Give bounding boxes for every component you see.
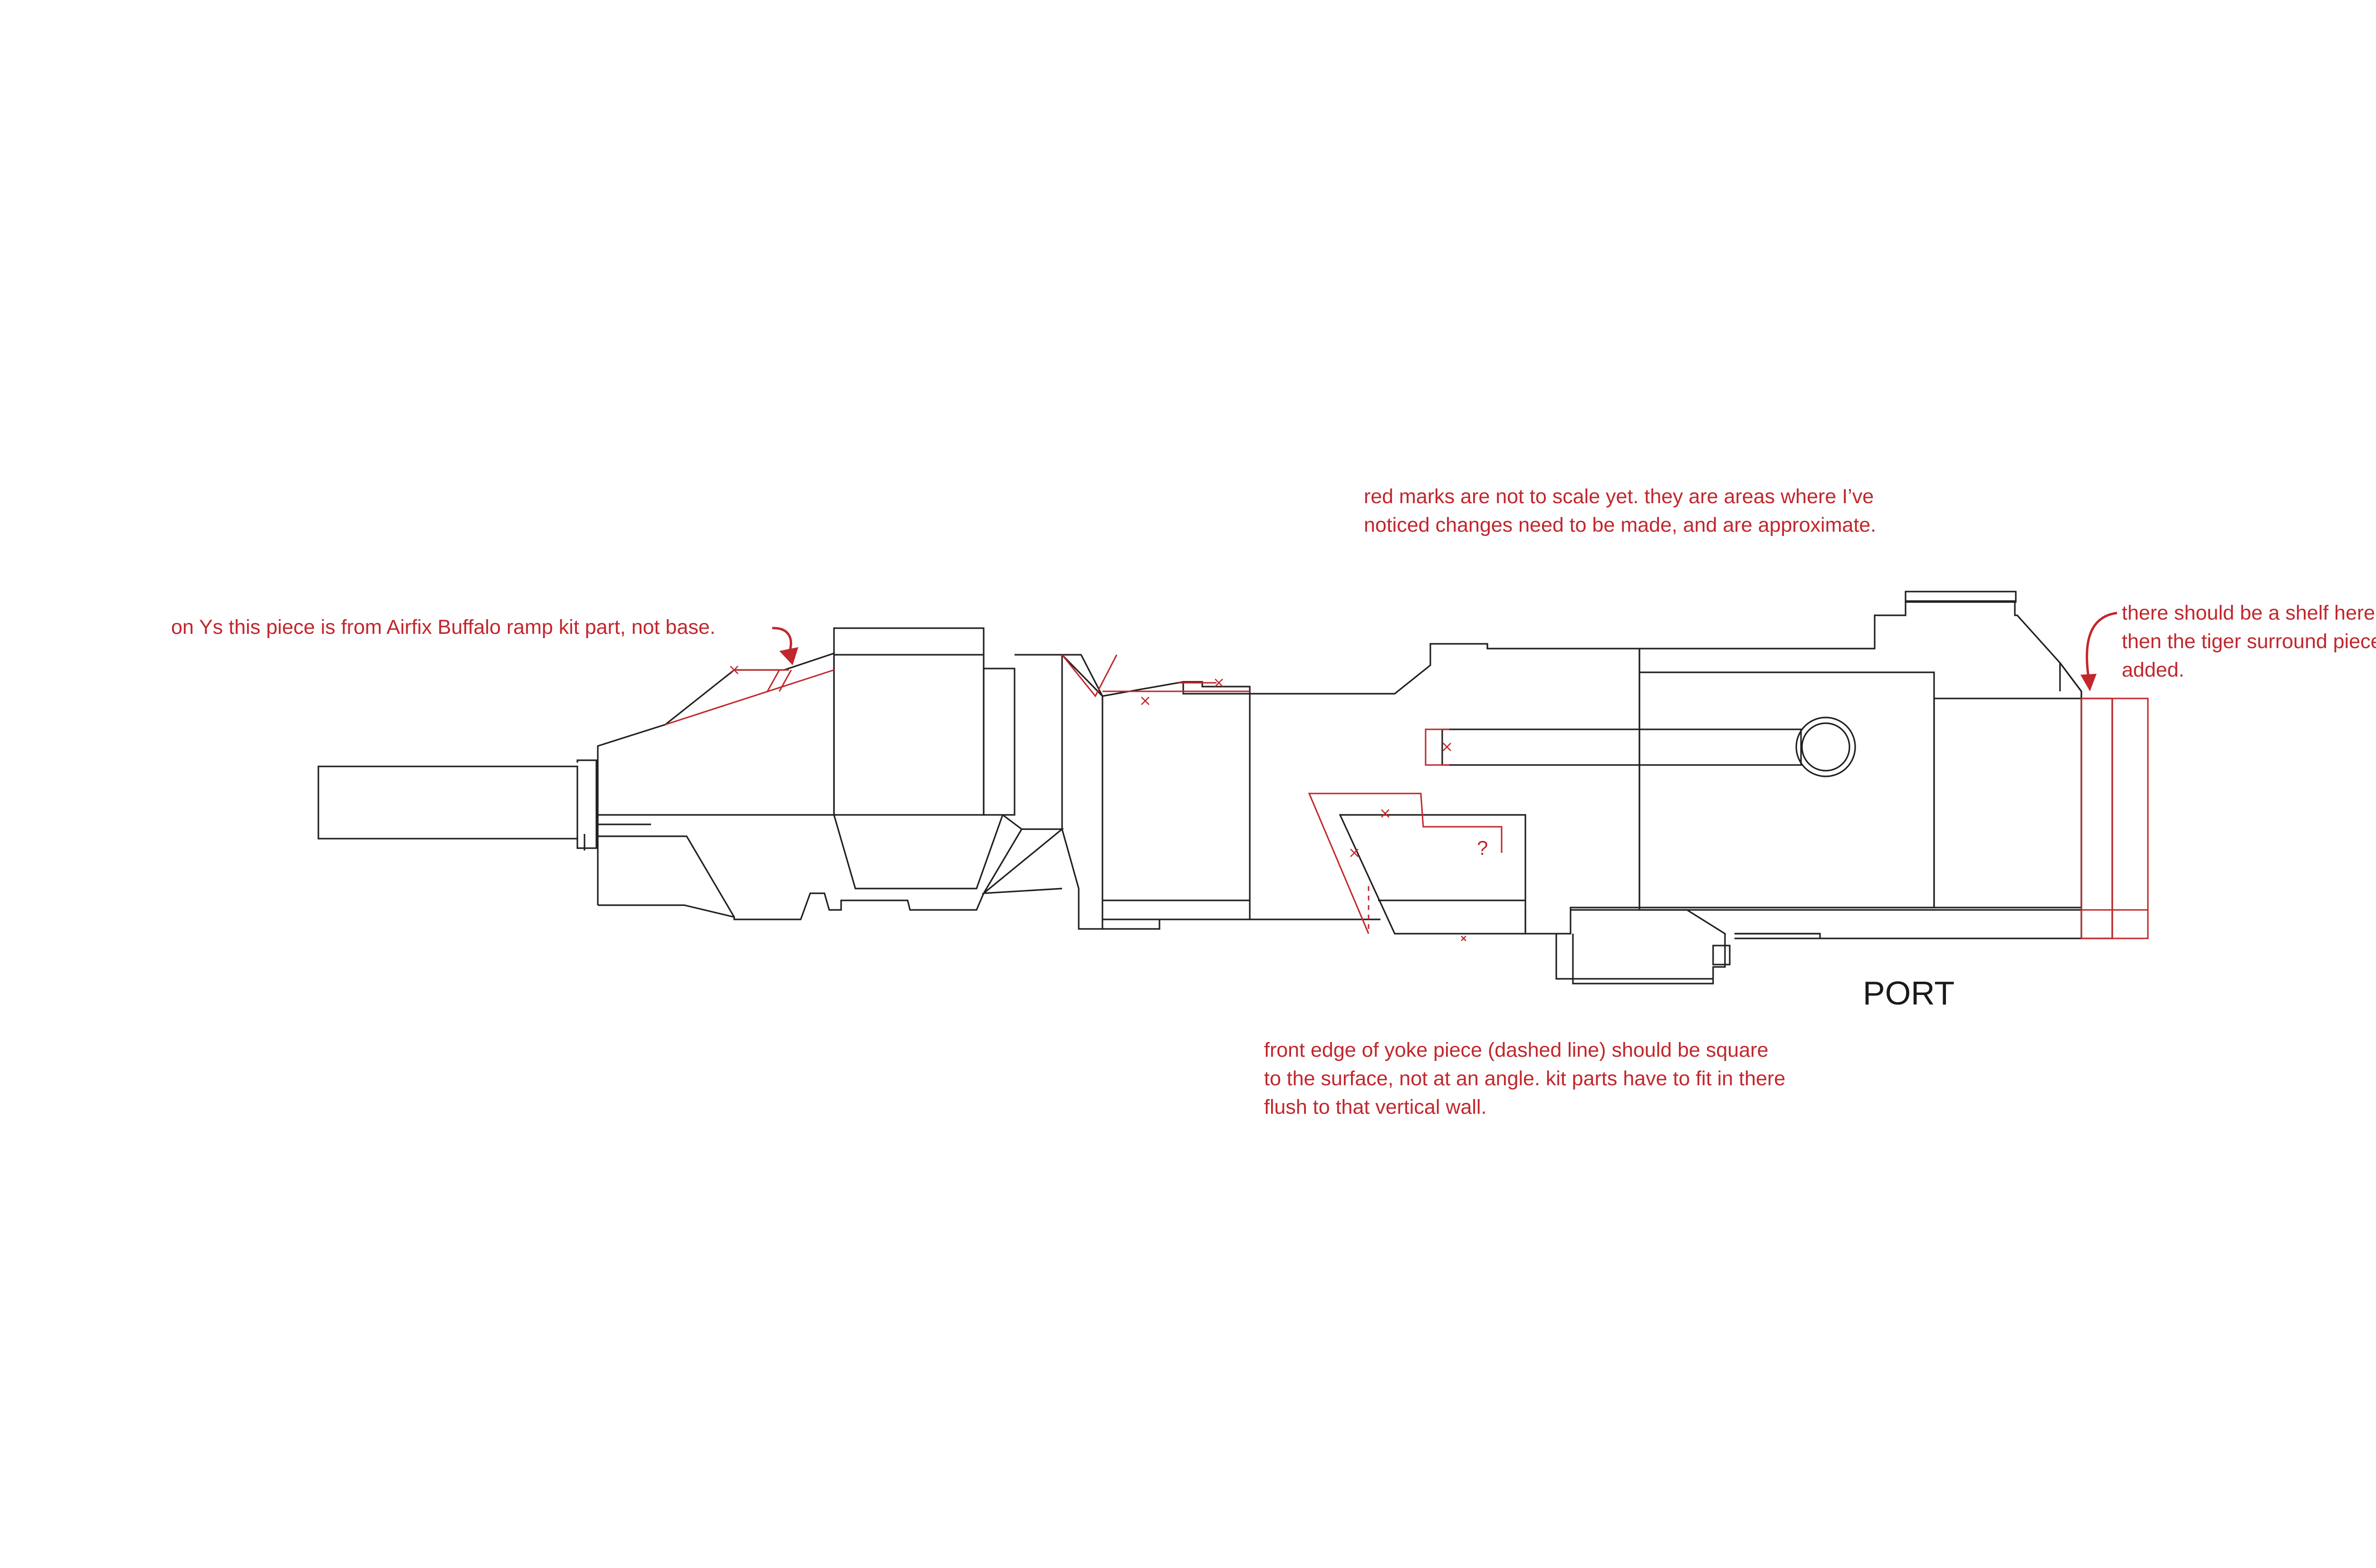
tall-box-side-panel: [983, 668, 1016, 816]
central-block-foot: [1102, 919, 1160, 930]
ramp-red-tick1: [766, 669, 780, 692]
link-red-lines: [1061, 654, 1118, 698]
yoke-note-line-1: front edge of yoke piece (dashed line) s…: [1264, 1039, 1769, 1061]
yoke-red-outline: [1308, 793, 1503, 934]
scale-note: red marks are not to scale yet. they are…: [1364, 482, 1876, 539]
rear-panel-outline: [1933, 698, 2082, 908]
yoke-note-line-3: flush to that vertical wall.: [1264, 1096, 1487, 1119]
barrel-outline: [317, 765, 578, 840]
x-mark-icon: [1215, 679, 1223, 687]
ramp-note-line-1: on Ys this piece is from Airfix Buffalo …: [171, 616, 716, 639]
ramp-red-line: [665, 669, 834, 726]
hull-outline: [317, 591, 2113, 985]
x-marks: [730, 666, 1466, 941]
x-mark-icon: [1381, 809, 1389, 818]
scale-note-line-2: noticed changes need to be made, and are…: [1364, 514, 1877, 536]
shelf-red-outline: [2080, 698, 2149, 939]
rear-hull-bottom: [1524, 907, 1639, 935]
question-mark: ?: [1477, 837, 1488, 859]
ramp-note: on Ys this piece is from Airfix Buffalo …: [171, 613, 716, 641]
curved-arrow-down-icon: [772, 627, 798, 665]
right-large-block-outline: [1638, 649, 1935, 908]
middle-body-top: [1250, 643, 1639, 695]
tube-ring-inner: [1801, 722, 1850, 772]
tall-box-outline: [833, 627, 985, 816]
rear-turret-hatch: [1905, 591, 2017, 603]
x-mark-icon: [730, 666, 738, 674]
shelf-note-line-3: added.: [2122, 659, 2184, 681]
shelf-note-line-2: then the tiger surround piece: [2122, 630, 2376, 653]
x-mark-icon: [1350, 849, 1359, 857]
x-mark-icon: [1461, 936, 1466, 941]
link-section-diag2: [981, 828, 1064, 894]
front-lower-hull-outline: [598, 892, 985, 920]
scale-note-line-1: red marks are not to scale yet. they are…: [1364, 485, 1874, 508]
tall-box-lower-outline: [833, 814, 1004, 889]
rear-panel-box: [2080, 698, 2113, 939]
central-block-outline: [1061, 654, 1251, 920]
running-gear-tab: [1712, 945, 1731, 966]
central-block-top-right: [1183, 681, 1251, 694]
front-lower-hull-slope: [598, 835, 735, 918]
running-gear-outline: [1555, 909, 1726, 985]
tube-ring-outer: [1795, 717, 1856, 777]
view-label-port: PORT: [1863, 975, 1955, 1012]
rear-turret-outline: [1639, 600, 2082, 910]
shelf-note: there should be a shelf here, then the t…: [2122, 599, 2376, 684]
curved-arrow-down-icon: [2080, 612, 2117, 691]
shelf-note-line-1: there should be a shelf here,: [2122, 602, 2376, 624]
x-mark-icon: [1443, 743, 1451, 751]
horizontal-tube-outline: [1441, 728, 1802, 766]
red-marks: [665, 654, 2149, 939]
x-mark-icon: [1141, 697, 1150, 705]
ramp-red-tick2: [778, 669, 792, 692]
yoke-note: front edge of yoke piece (dashed line) s…: [1264, 1036, 1785, 1121]
link-section-outline: [1015, 654, 1102, 930]
front-wedge-outline: [597, 652, 835, 816]
barrel-collar-outline: [576, 759, 597, 849]
rear-hull-bottom2: [1638, 908, 2082, 939]
yoke-note-line-2: to the surface, not at an angle. kit par…: [1264, 1067, 1786, 1090]
tube-red-bracket: [1425, 728, 1449, 766]
central-block-top-left: [1062, 654, 1103, 697]
rear-panel-slope: [2059, 662, 2082, 698]
